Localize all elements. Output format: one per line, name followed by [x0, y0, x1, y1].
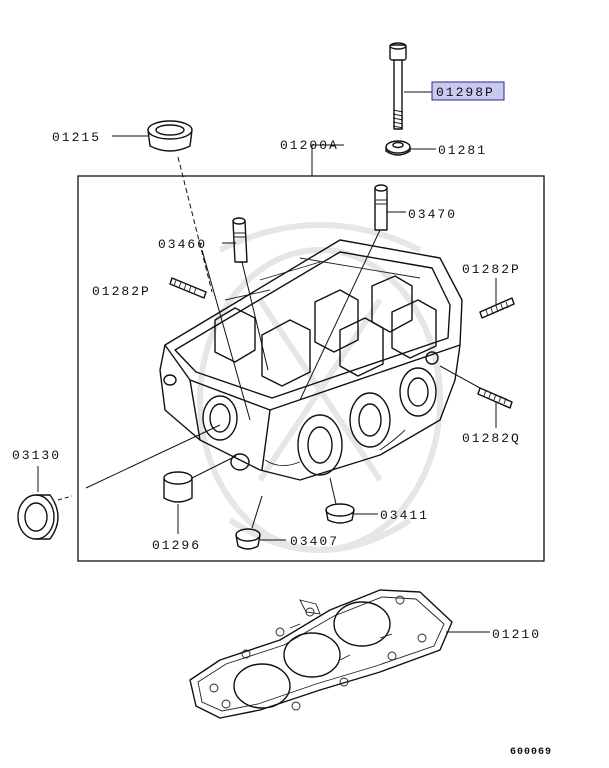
gasket-label: 01210	[492, 627, 541, 642]
washer-label: 01281	[438, 143, 487, 158]
cap-seal-part[interactable]	[147, 120, 193, 152]
head-assembly-label: 01200A	[280, 138, 339, 153]
valve-guide-left-part[interactable]	[232, 217, 248, 263]
valve-guide-upper-part[interactable]	[374, 184, 388, 231]
oil-seal-label: 03130	[12, 448, 61, 463]
stud-right-upper-label: 01282P	[462, 262, 521, 277]
head-frame	[77, 175, 545, 562]
bolt-label: 01298P	[436, 85, 495, 100]
stud-right-lower-label: 01282Q	[462, 431, 521, 446]
guide-upper-label: 03470	[408, 207, 457, 222]
washer-part[interactable]	[385, 140, 411, 156]
plug-right-part[interactable]	[325, 503, 355, 524]
plug-cap-part[interactable]	[235, 528, 261, 550]
figure-number: 600069	[510, 747, 552, 758]
plug-right-label: 03411	[380, 508, 429, 523]
watermark-emblem	[197, 222, 443, 553]
head-gasket-part[interactable]	[189, 589, 453, 719]
cylinder-head-part[interactable]	[159, 239, 463, 481]
cap-seal-label: 01215	[52, 130, 101, 145]
bolt-label-highlight[interactable]: 01298P	[431, 81, 505, 101]
stud-left-part[interactable]	[169, 277, 207, 299]
oil-seal-part[interactable]	[17, 494, 59, 540]
stud-right-upper-part[interactable]	[479, 297, 515, 319]
stud-right-lower-part[interactable]	[477, 387, 513, 409]
plug-cap-label: 03407	[290, 534, 339, 549]
plug-bottom-label: 01296	[152, 538, 201, 553]
bolt-part[interactable]	[389, 42, 407, 130]
stud-left-label: 01282P	[92, 284, 151, 299]
guide-left-label: 03460	[158, 237, 207, 252]
plug-bottom-part[interactable]	[163, 471, 193, 503]
